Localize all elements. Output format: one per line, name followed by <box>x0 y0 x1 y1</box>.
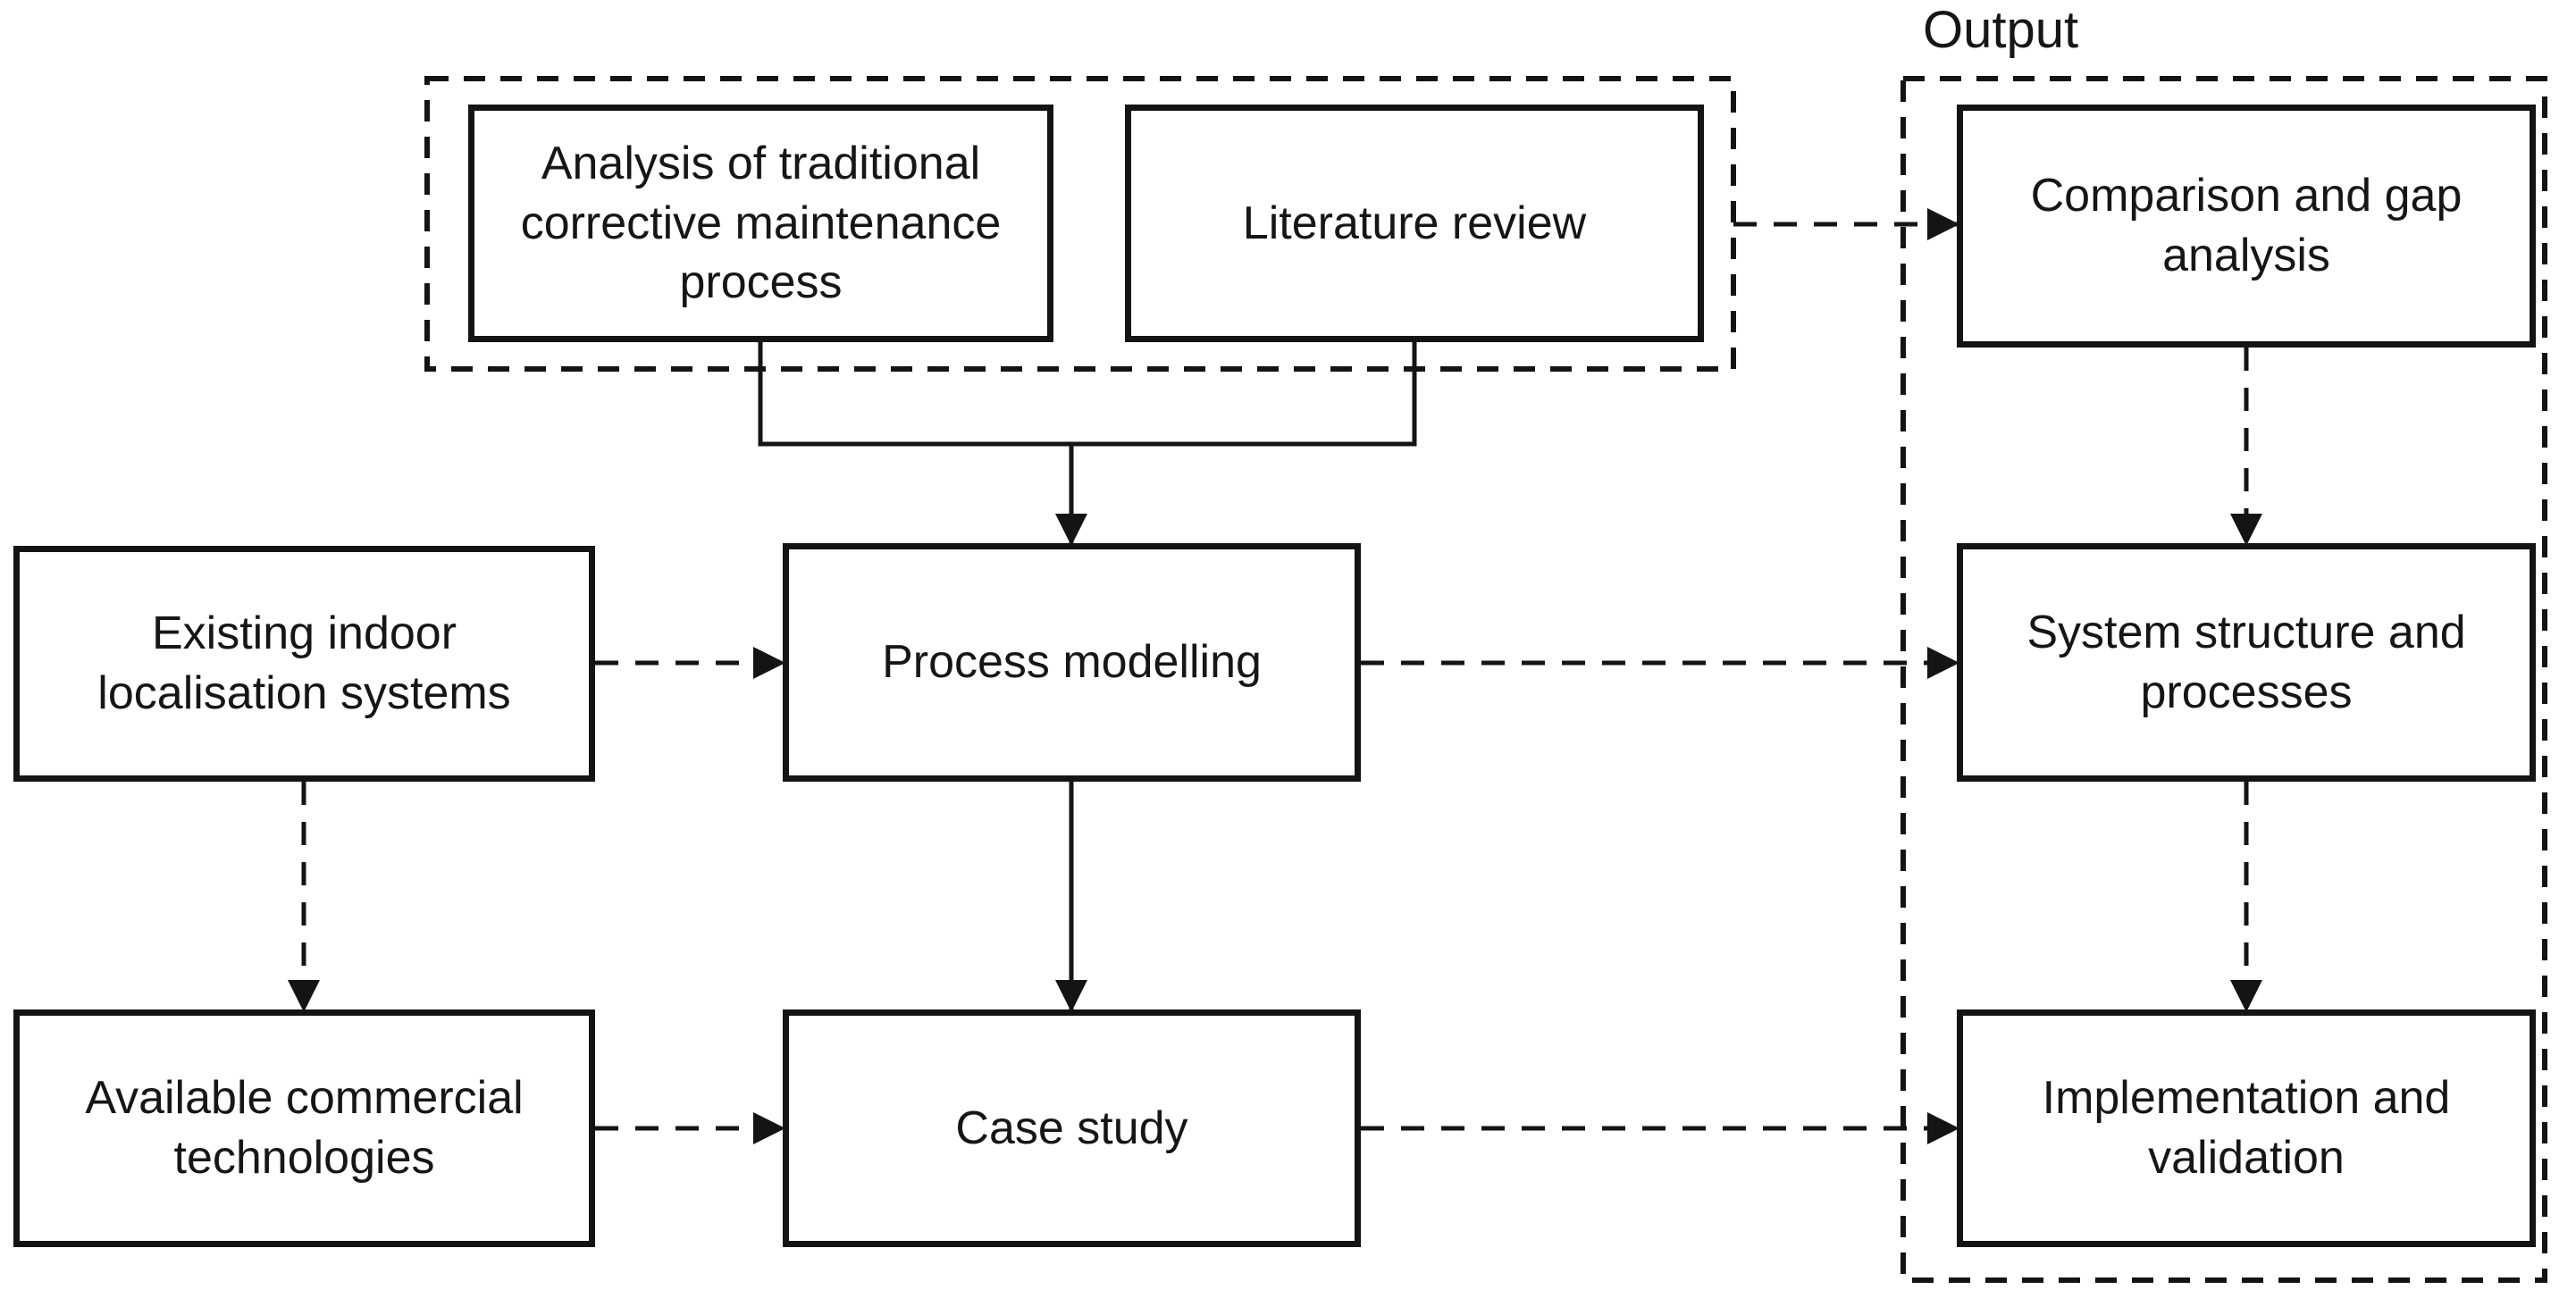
node-literature-review: Literature review <box>1125 105 1704 342</box>
output-group-container <box>1901 76 2547 1283</box>
node-implementation-validation: Implementation and validation <box>1957 1009 2536 1247</box>
node-available-commercial-technologies: Available commercial technologies <box>13 1009 595 1247</box>
output-group-label: Output <box>1923 1 2079 59</box>
inputs-group-container <box>424 76 1736 372</box>
edge-analysis-literature-merge <box>758 342 1417 447</box>
node-analysis-traditional-corrective-maintenance: Analysis of traditional corrective maint… <box>468 105 1053 342</box>
node-comparison-gap-analysis: Comparison and gap analysis <box>1957 105 2536 348</box>
node-existing-indoor-localisation-systems: Existing indoor localisation systems <box>13 546 595 782</box>
node-process-modelling: Process modelling <box>783 543 1361 782</box>
node-case-study: Case study <box>783 1009 1361 1247</box>
node-system-structure-processes: System structure and processes <box>1957 543 2536 782</box>
